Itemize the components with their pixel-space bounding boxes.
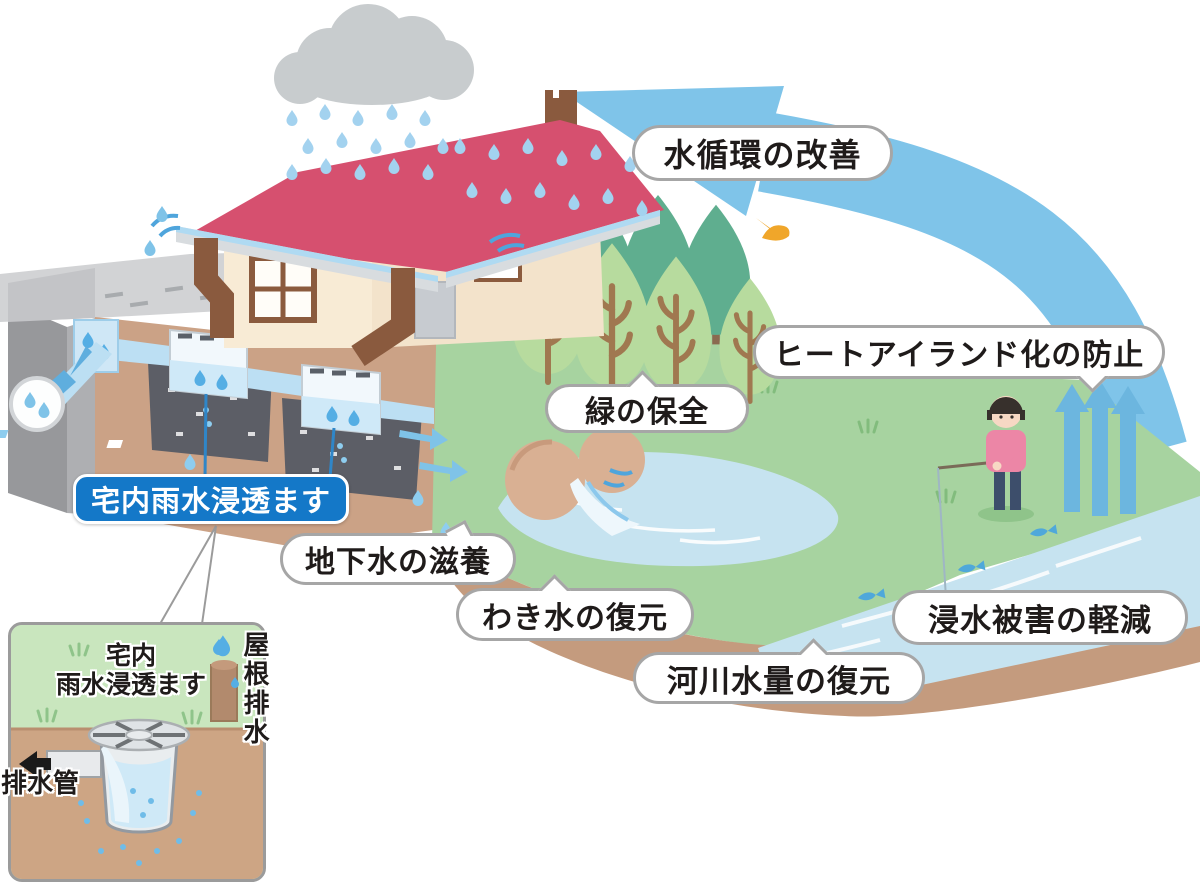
gutter-front — [176, 226, 438, 292]
inset-splash-drops — [78, 788, 202, 866]
inset-grass-tufts — [36, 642, 203, 725]
inset-label-line1: 宅内 — [105, 642, 156, 670]
bubble-heat-island: ヒートアイランド化の防止 — [753, 325, 1165, 393]
inset-basin-grate — [93, 721, 185, 749]
left-arrow-icon — [19, 751, 51, 777]
bubble-river-label: 河川水量の復元 — [667, 663, 891, 699]
fisherman — [937, 396, 1034, 599]
underground-system — [0, 319, 468, 538]
inset-basin — [78, 718, 202, 866]
house — [144, 90, 664, 366]
inset-diagram: 宅内 雨水浸透ます 排水管 屋根排水 — [1, 622, 270, 882]
callout-infiltration-basin-label: 宅内雨水浸透ます — [90, 486, 331, 518]
bubble-greenery: 緑の保全 — [545, 370, 749, 433]
bubble-flood-label: 浸水被害の軽減 — [928, 603, 1152, 638]
bubble-groundwater: 地下水の滋養 — [280, 519, 516, 585]
gutter-side — [446, 210, 660, 288]
outfall — [9, 376, 65, 432]
bubble-spring: わき水の復元 — [456, 574, 694, 641]
soil-flow-arrows — [399, 428, 468, 482]
spring-rocks — [505, 427, 645, 520]
inset-label-roof-drain: 屋根排水 — [240, 631, 270, 747]
fishing-line — [937, 467, 947, 599]
inset-pointer — [158, 525, 217, 625]
bird-icon — [756, 218, 790, 241]
bubble-tail-cover — [1072, 366, 1113, 376]
bubble-river: 河川水量の復元 — [633, 638, 925, 704]
chimney — [545, 90, 577, 130]
downspouts — [194, 238, 415, 366]
evaporation-arrows-icon — [1055, 380, 1145, 516]
bubble-water-cycle: 水循環の改善 — [632, 125, 893, 181]
roof — [186, 120, 664, 272]
callout-leader-lines — [158, 393, 336, 625]
bubble-water-cycle-label: 水循環の改善 — [663, 137, 862, 173]
bubble-tail-cover — [444, 536, 484, 546]
spring-pond — [498, 427, 839, 567]
bubble-flood: 浸水被害の軽減 — [892, 590, 1188, 645]
inset-label-line2: 雨水浸透ます — [55, 671, 206, 699]
bubble-greenery-label: 緑の保全 — [585, 395, 709, 429]
inset-scene-graphic — [11, 625, 263, 879]
callout-infiltration-basin: 宅内雨水浸透ます — [73, 474, 349, 524]
bubble-tail-cover — [796, 655, 837, 665]
bubble-heat-island-label: ヒートアイランド化の防止 — [773, 339, 1145, 372]
inset-label-drain-pipe: 排水管 — [1, 768, 80, 798]
inset-drain-pipe — [19, 750, 102, 778]
bubble-tail-cover — [537, 591, 578, 601]
infiltration-basin-2 — [301, 363, 381, 436]
bubble-tail-cover — [627, 387, 668, 397]
rain-cloud-icon — [274, 4, 474, 105]
underground-pipes — [9, 319, 434, 432]
bubble-spring-label: わき水の復元 — [482, 601, 668, 635]
bubble-groundwater-label: 地下水の滋養 — [305, 546, 491, 579]
spring-cascade — [570, 468, 640, 536]
inset-roof-drain-pipe — [210, 635, 239, 722]
riverbank — [432, 542, 1200, 717]
